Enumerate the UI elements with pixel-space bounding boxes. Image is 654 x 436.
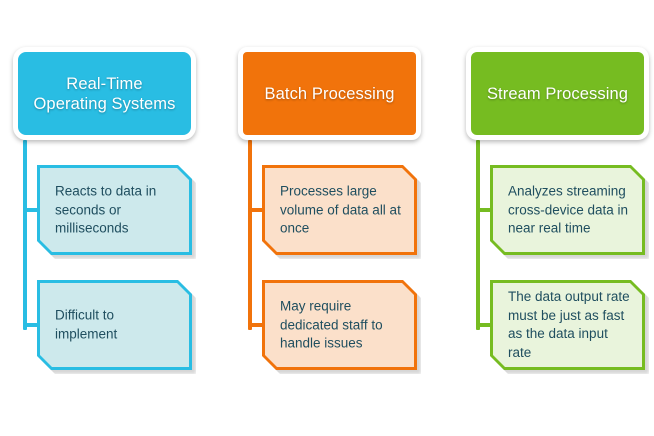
connector-elbow: [23, 323, 41, 327]
item-card-fill: [265, 283, 414, 367]
item-card-outline: [37, 165, 192, 255]
header-card-real-time-operating-systems[interactable]: Real-Time Operating Systems: [13, 47, 196, 140]
header-label: Real-Time Operating Systems: [33, 74, 176, 113]
item-label: The data output rate must be just as fas…: [508, 289, 630, 360]
connector-elbow: [248, 208, 266, 212]
connector-trunk: [476, 140, 480, 330]
item-card-outline: [262, 165, 417, 255]
item-label: Analyzes streaming cross-device data in …: [508, 183, 629, 236]
item-card-fill: [40, 168, 189, 252]
item-label: Reacts to data in seconds or millisecond…: [55, 183, 157, 236]
item-card-real-time-operating-systems-2[interactable]: Difficult to implement: [37, 280, 192, 370]
item-card-batch-processing-1[interactable]: Processes large volume of data all at on…: [262, 165, 417, 255]
item-label: May require dedicated staff to handle is…: [280, 298, 383, 351]
item-label: Processes large volume of data all at on…: [280, 183, 401, 236]
item-card-fill: [265, 168, 414, 252]
connector-trunk: [23, 140, 27, 330]
header-label: Stream Processing: [486, 84, 629, 103]
item-card-batch-processing-2[interactable]: May require dedicated staff to handle is…: [262, 280, 417, 370]
item-card-outline: [490, 280, 645, 370]
header-card-stream-processing[interactable]: Stream Processing: [466, 47, 649, 140]
connector-elbow: [248, 323, 266, 327]
item-card-fill: [493, 168, 642, 252]
item-card-outline: [37, 280, 192, 370]
item-card-stream-processing-2[interactable]: The data output rate must be just as fas…: [490, 280, 645, 370]
item-card-fill: [40, 283, 189, 367]
item-card-outline: [262, 280, 417, 370]
header-label: Batch Processing: [264, 84, 395, 103]
connector-elbow: [476, 208, 494, 212]
item-label: Difficult to implement: [55, 307, 118, 342]
header-card-batch-processing[interactable]: Batch Processing: [238, 47, 421, 140]
item-card-outline: [490, 165, 645, 255]
item-card-stream-processing-1[interactable]: Analyzes streaming cross-device data in …: [490, 165, 645, 255]
connector-elbow: [23, 208, 41, 212]
connector-elbow: [476, 323, 494, 327]
item-card-fill: [493, 283, 642, 367]
item-card-real-time-operating-systems-1[interactable]: Reacts to data in seconds or millisecond…: [37, 165, 192, 255]
connector-trunk: [248, 140, 252, 330]
